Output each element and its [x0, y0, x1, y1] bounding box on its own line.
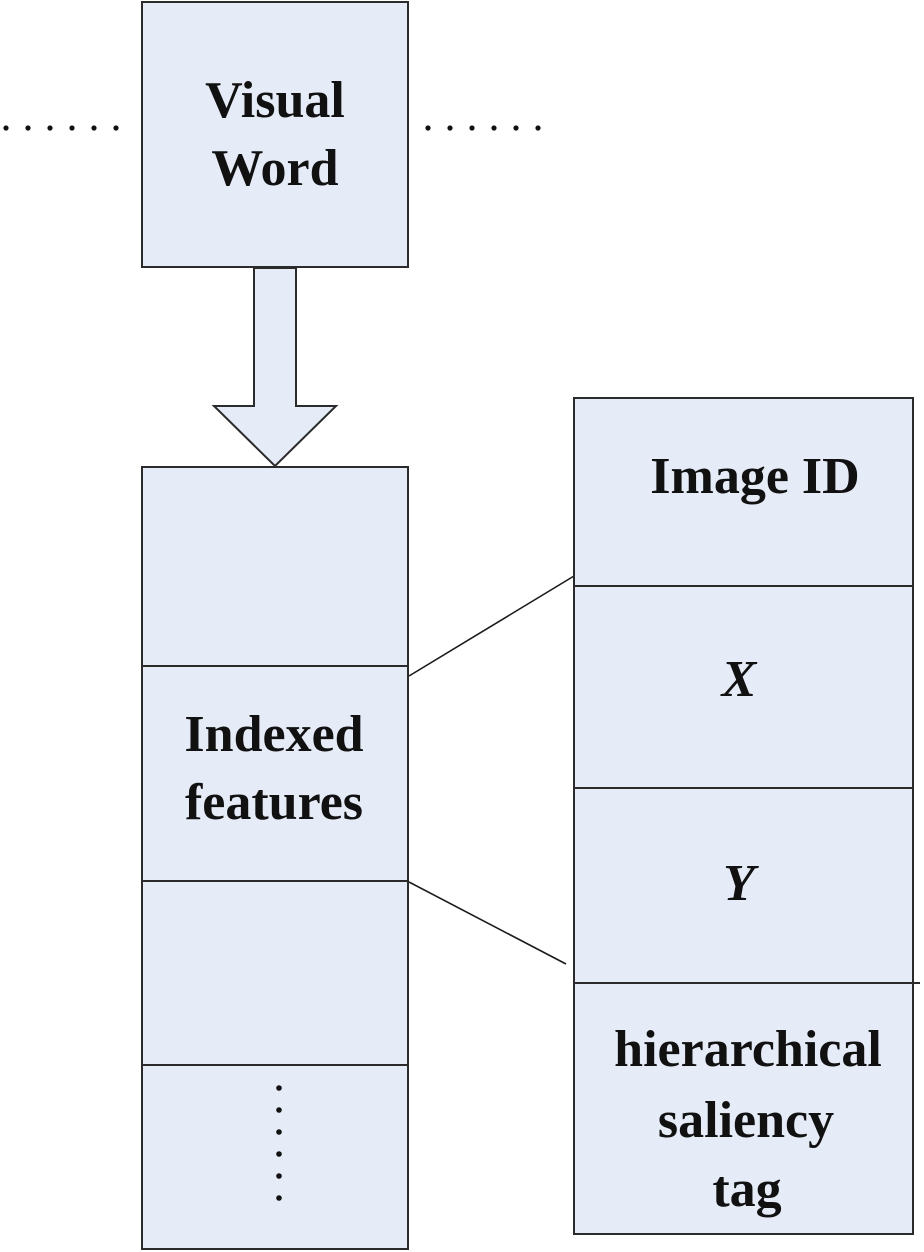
- left-ellipsis: [3, 125, 119, 131]
- index-list: Indexed features: [141, 466, 409, 1250]
- visual-word-label-line1: Visual: [205, 72, 345, 129]
- image-id-label: Image ID: [650, 448, 859, 505]
- visual-word-label-line2: Word: [211, 140, 338, 197]
- saliency-tag-label-line2: saliency: [658, 1092, 834, 1149]
- connector-bottom: [408, 881, 567, 965]
- saliency-tag-label-line3: tag: [712, 1161, 781, 1218]
- saliency-tag-label-line1: hierarchical: [614, 1021, 882, 1078]
- indexed-features-label-line2: features: [185, 774, 363, 831]
- feature-record: Image ID X Y hierarchical saliency tag: [573, 397, 920, 1235]
- x-coordinate-label: X: [720, 651, 758, 708]
- y-coordinate-label: Y: [723, 855, 759, 912]
- right-ellipsis: [425, 125, 541, 131]
- vertical-ellipsis: [276, 1085, 282, 1201]
- indexed-features-label-line1: Indexed: [184, 706, 363, 763]
- visual-word-box: Visual Word: [141, 1, 409, 268]
- down-arrow: [211, 267, 339, 468]
- connector-top: [408, 575, 575, 677]
